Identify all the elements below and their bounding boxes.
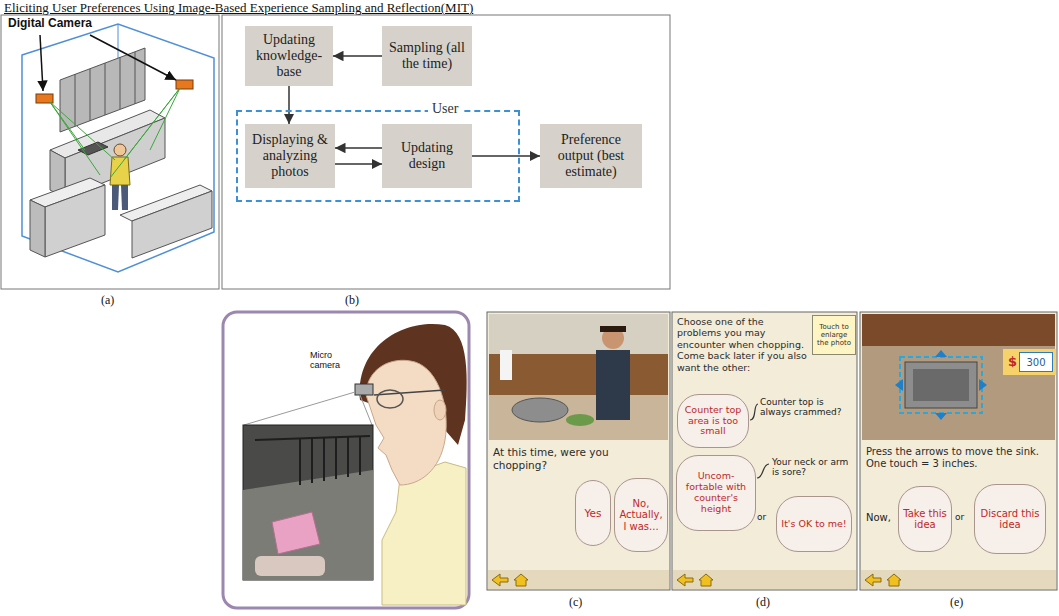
callout-label: Micro camera — [310, 350, 354, 371]
app-screens — [487, 312, 1057, 590]
screen-panel: Press the arrows to move the sink. One t… — [860, 312, 1057, 590]
screen-note: Counter top is always crammed? — [760, 397, 852, 418]
box-label: Updating knowledge-base — [249, 32, 329, 80]
screen-prompt: Choose one of the problems you may encou… — [677, 316, 809, 373]
box-label: Displaying & analyzing photos — [249, 132, 331, 180]
label-slot: Now, — [866, 512, 891, 524]
label-slot: (b) — [345, 294, 359, 308]
button-label: It's OK to me! — [781, 519, 846, 530]
button-label: Yes — [585, 507, 602, 519]
process-box: Displaying & analyzing photos — [245, 124, 335, 188]
label-slot: (c) — [569, 596, 582, 610]
label-slot: Your neck or arm is sore? — [772, 457, 854, 478]
choice-bubble: Yes — [575, 480, 611, 546]
screen-note: or — [757, 512, 766, 522]
screen-prompt: Press the arrows to move the sink. One t… — [866, 446, 1051, 470]
output-box: Preference output (best estimate) — [540, 124, 642, 188]
thumbnail-caption: Touch to enlarge the photo — [815, 323, 853, 347]
label-slot: $ — [1008, 355, 1017, 370]
label-slot: Digital Camera — [8, 17, 92, 31]
flow-arrow — [288, 86, 290, 124]
screen-note: or — [955, 512, 964, 522]
screen-note: Your neck or arm is sore? — [772, 457, 854, 478]
button-label: Uncom-fortable with counter's height — [680, 471, 752, 515]
choice-bubble: Take this idea — [898, 486, 952, 552]
panel-letter: (c) — [569, 596, 582, 610]
process-box: Updating design — [382, 124, 472, 188]
panel-letter: (d) — [756, 596, 770, 610]
button-label: Take this idea — [902, 508, 948, 531]
process-box: Sampling (all the time) — [382, 26, 472, 86]
button-label: Discard this idea — [978, 508, 1042, 531]
price-box: 300 — [1019, 352, 1053, 372]
title-slot: Eliciting User Preferences Using Image-B… — [4, 0, 1004, 16]
group-label: User — [428, 101, 462, 118]
panel-frame — [222, 15, 670, 289]
label-slot: (e) — [950, 596, 963, 610]
callout-label: Digital Camera — [8, 17, 92, 31]
screen-panel: Choose one of the problems you may encou… — [672, 312, 857, 590]
panel-letter: (b) — [345, 294, 359, 308]
box-label: Updating design — [386, 140, 468, 172]
choice-bubble: Counter top area is too small — [677, 394, 749, 448]
button-label: Counter top area is too small — [681, 405, 745, 438]
label-slot: Micro camera — [310, 350, 354, 371]
currency-sign: $ — [1008, 355, 1017, 370]
choice-bubble: Uncom-fortable with counter's height — [676, 455, 756, 531]
flow-arrow — [335, 147, 382, 149]
person-illustration — [223, 312, 469, 608]
label-slot: (d) — [756, 596, 770, 610]
flow-arrow — [472, 155, 540, 157]
kitchen-illustration — [1, 15, 219, 289]
box-label: Preference output (best estimate) — [544, 132, 638, 180]
flow-arrow — [333, 55, 382, 57]
box-label: Sampling (all the time) — [386, 40, 468, 72]
flow-arrow — [335, 163, 382, 165]
choice-bubble: No, Actually, I was... — [614, 478, 668, 552]
panel-letter: (a) — [101, 294, 114, 308]
screen-panel: At this time, were you chopping? Yes No, A… — [487, 312, 670, 590]
figure-title: Eliciting User Preferences Using Image-B… — [4, 0, 1004, 16]
label-slot: or — [955, 512, 964, 522]
screen-note: Now, — [866, 512, 891, 524]
screen-prompt: At this time, were you chopping? — [493, 446, 663, 471]
label-slot: (a) — [101, 294, 114, 308]
label-slot: Counter top is always crammed? — [760, 397, 852, 418]
label-slot: or — [757, 512, 766, 522]
process-box: Updating knowledge-base — [245, 26, 333, 86]
photo-thumbnail: Touch to enlarge the photo — [812, 315, 856, 355]
button-label: No, Actually, I was... — [618, 498, 664, 533]
choice-bubble: It's OK to me! — [776, 496, 852, 552]
choice-bubble: Discard this idea — [974, 484, 1046, 554]
user-group-box: UserDisplaying & analyzing photosUpdatin… — [236, 110, 520, 202]
price-value: 300 — [1026, 357, 1045, 368]
panel-letter: (e) — [950, 596, 963, 610]
